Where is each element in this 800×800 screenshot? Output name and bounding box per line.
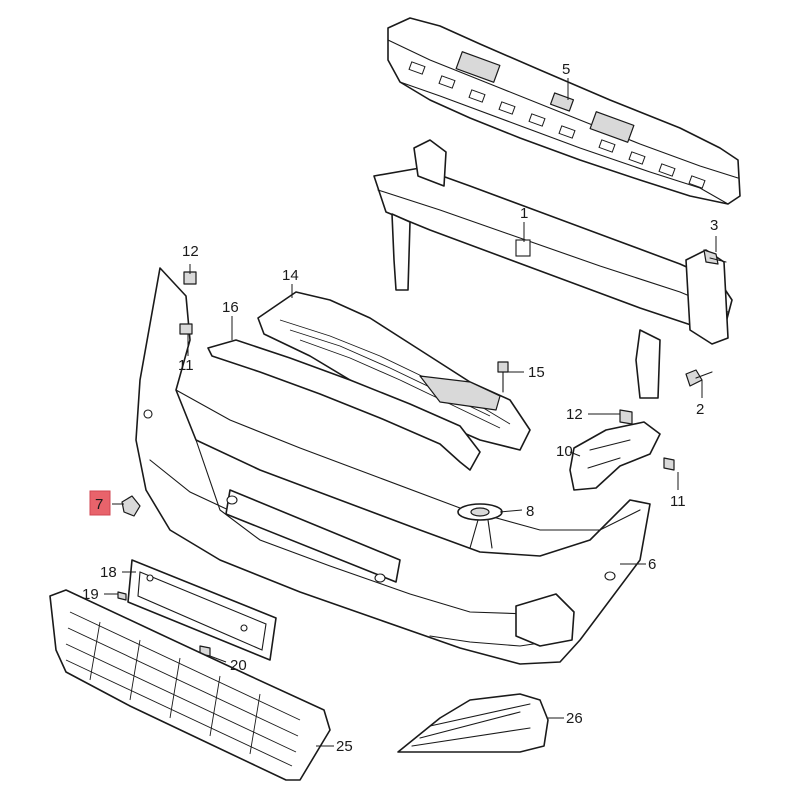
fastener-12-right-part: [619, 409, 633, 425]
callout-8: 8: [526, 503, 534, 520]
callout-7-highlight: [89, 490, 111, 516]
fog-grille-part: [397, 693, 549, 753]
callout-12-right: 12: [566, 406, 583, 423]
fastener-11-left-part: [179, 323, 193, 335]
callout-16: 16: [222, 299, 239, 316]
fastener-12-left-part: [183, 271, 197, 285]
callout-11-left: 11: [178, 357, 194, 374]
bolt-2-part: [685, 369, 713, 387]
callout-5: 5: [562, 61, 570, 78]
fastener-11-right-part: [663, 457, 675, 471]
tow-eye-cap-part: [121, 495, 141, 517]
callout-3: 3: [710, 217, 718, 234]
energy-absorber-part: [387, 17, 741, 205]
callout-1: 1: [520, 205, 528, 222]
callout-2: 2: [696, 401, 704, 418]
callout-20: 20: [230, 657, 247, 674]
bolt-3-part: [703, 249, 727, 265]
callout-10: 10: [556, 443, 573, 460]
callout-12-left: 12: [182, 243, 199, 260]
leader-lines: [104, 78, 717, 747]
screw-19-part: [117, 591, 127, 601]
bumper-beam-part: [373, 139, 733, 399]
callout-11-right: 11: [670, 493, 686, 510]
washer-cap-part: [457, 503, 503, 549]
trim-strip-part: [207, 339, 481, 471]
callout-labels: 5 1 3 2 6 7 8 10 11 11 12 12 14 15 16 18…: [82, 61, 718, 755]
callout-14: 14: [282, 267, 299, 284]
callout-26: 26: [566, 710, 583, 727]
callout-6: 6: [648, 556, 656, 573]
bolt-15-part: [497, 361, 509, 393]
lower-grille-part: [49, 589, 331, 781]
callout-18: 18: [100, 564, 117, 581]
license-plate-holder-part: [127, 559, 277, 661]
bumper-cover-part: [135, 267, 651, 665]
callout-15: 15: [528, 364, 545, 381]
callout-19: 19: [82, 586, 99, 603]
bracket-part: [569, 421, 661, 491]
callout-7: 7: [95, 496, 103, 513]
callout-25: 25: [336, 738, 353, 755]
upper-grille-part: [257, 291, 531, 451]
